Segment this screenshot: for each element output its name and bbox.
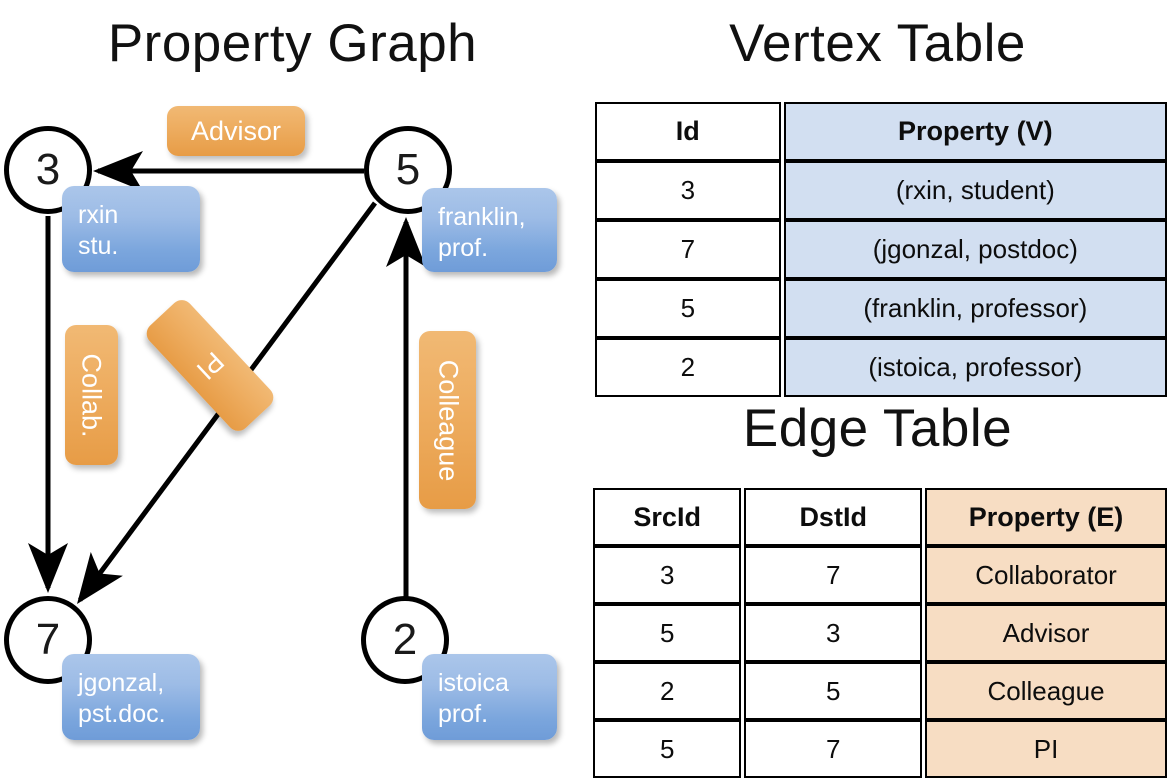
graph-node-3-label: 3 [35,145,61,194]
graph-node-7-label: 7 [35,615,61,664]
edge-label-colleague: Colleague [419,331,476,509]
edge-table-header-property: Property (E) [925,488,1167,546]
edge-row-1-src: 5 [593,604,742,662]
page-title-property-graph: Property Graph [107,14,478,73]
graph-node-7-property-box: jgonzal, pst.doc. [62,654,200,740]
edge-row-1-dst: 3 [744,604,923,662]
vertex-row-0-id: 3 [595,161,781,220]
graph-node-5-property-line2: prof. [438,234,489,263]
graph-node-5-property-box: franklin, prof. [422,188,557,272]
property-graph-diagram: 3 rxin stu. 5 franklin, prof. 7 jgonzal,… [0,0,585,760]
page-title-vertex-table: Vertex Table [729,14,1026,73]
table-row: 7 (jgonzal, postdoc) [595,220,1167,279]
vertex-row-2-id: 5 [595,279,781,338]
vertex-row-3-id: 2 [595,338,781,397]
edge-label-collab: Collab. [65,325,118,465]
graph-node-3-property-line2: stu. [78,232,119,261]
edge-row-0-dst: 7 [744,546,923,604]
table-row: 3 7 Collaborator [593,546,1167,604]
graph-node-5-label: 5 [395,145,421,194]
edge-row-0-src: 3 [593,546,742,604]
edge-row-3-src: 5 [593,720,742,778]
edge-label-collab-text: Collab. [77,352,108,438]
edge-table-header-row: SrcId DstId Property (E) [593,488,1167,546]
graph-node-7-property-line2: pst.doc. [78,700,166,729]
vertex-table-header-row: Id Property (V) [595,102,1167,161]
edge-table: SrcId DstId Property (E) 3 7 Collaborato… [590,488,1170,778]
graph-node-2-label: 2 [392,615,418,664]
graph-node-2-property-line1: istoica [438,669,509,697]
graph-node-2-property-box: istoica prof. [422,654,557,740]
edge-label-advisor-text: Advisor [190,115,282,146]
vertex-table-header-property: Property (V) [783,102,1167,161]
vertex-row-1-id: 7 [595,220,781,279]
vertex-table: Id Property (V) 3 (rxin, student) 7 (jgo… [592,102,1170,397]
graph-node-2[interactable]: 2 [361,596,449,684]
graph-node-7-property-line1: jgonzal, [78,669,165,697]
table-row: 2 (istoica, professor) [595,338,1167,397]
edge-table-header-dstid: DstId [744,488,923,546]
page-title-edge-table: Edge Table [742,399,1013,458]
graph-node-3-property-box: rxin stu. [62,186,200,272]
edge-row-0-property: Collaborator [925,546,1167,604]
edge-label-advisor: Advisor [167,106,305,156]
graph-node-5-property-line1: franklin, [438,203,526,231]
edge-table-header-srcid: SrcId [593,488,742,546]
vertex-row-0-property: (rxin, student) [783,161,1167,220]
edge-row-2-dst: 5 [744,662,923,720]
edge-row-3-property: PI [925,720,1167,778]
table-row: 5 (franklin, professor) [595,279,1167,338]
table-row: 3 (rxin, student) [595,161,1167,220]
edge-row-3-dst: 7 [744,720,923,778]
vertex-row-1-property: (jgonzal, postdoc) [783,220,1167,279]
graph-node-3-property-line1: rxin [78,201,119,229]
edge-label-pi-text: PI [190,346,230,386]
vertex-row-3-property: (istoica, professor) [783,338,1167,397]
edge-row-2-property: Colleague [925,662,1167,720]
graph-node-2-property-line2: prof. [438,700,489,729]
edge-row-2-src: 2 [593,662,742,720]
vertex-row-2-property: (franklin, professor) [783,279,1167,338]
vertex-table-header-id: Id [595,102,781,161]
edge-row-1-property: Advisor [925,604,1167,662]
table-row: 5 3 Advisor [593,604,1167,662]
edge-label-colleague-text: Colleague [433,359,463,481]
graph-node-5[interactable]: 5 [364,126,452,214]
table-row: 2 5 Colleague [593,662,1167,720]
table-row: 5 7 PI [593,720,1167,778]
